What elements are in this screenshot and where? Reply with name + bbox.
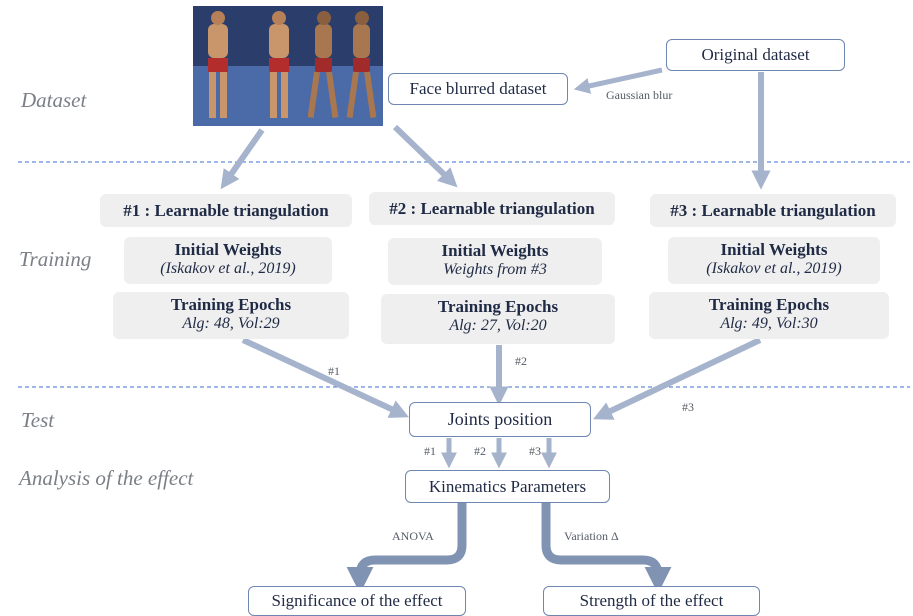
joints-arrow-label-1: #1 [424, 444, 436, 458]
anova-label: ANOVA [392, 529, 434, 543]
training-3-epochs-title: Training Epochs [708, 295, 830, 314]
arrow-photos-to-train1 [220, 128, 265, 190]
arrow-original-to-blurred [573, 67, 663, 94]
training-3-weights-title: Initial Weights [720, 240, 828, 259]
arrow-train1-to-joints [241, 337, 409, 418]
person-figure-2 [269, 11, 289, 118]
face-blurred-dataset-box: Face blurred dataset [388, 73, 568, 105]
training-2-title: #2 : Learnable triangulation [369, 192, 615, 225]
training-2-title-text: #2 : Learnable triangulation [389, 199, 595, 218]
arrow-label-1: #1 [328, 364, 340, 378]
significance-box: Significance of the effect [248, 586, 466, 616]
stage-analysis-label: Analysis of the effect [19, 466, 194, 490]
training-3-title: #3 : Learnable triangulation [650, 194, 896, 227]
training-3-weights: Initial Weights (Iskakov et al., 2019) [668, 237, 880, 284]
training-1-title-text: #1 : Learnable triangulation [123, 201, 329, 220]
training-2-epochs: Training Epochs Alg: 27, Vol:20 [381, 294, 615, 344]
original-dataset-box: Original dataset [666, 39, 845, 71]
stage-test-label: Test [21, 408, 55, 432]
training-3-epochs: Training Epochs Alg: 49, Vol:30 [649, 292, 889, 339]
stage-dataset-label: Dataset [21, 88, 87, 112]
training-2-weights: Initial Weights Weights from #3 [388, 238, 602, 285]
joints-position-box: Joints position [409, 402, 591, 437]
training-3-title-text: #3 : Learnable triangulation [670, 201, 876, 220]
joints-arrow-label-2: #2 [474, 444, 486, 458]
training-2-epochs-title: Training Epochs [437, 297, 559, 316]
training-1-weights-title: Initial Weights [174, 240, 282, 259]
training-1-title: #1 : Learnable triangulation [100, 194, 352, 227]
person-figure-3 [307, 11, 339, 118]
gaussian-blur-label: Gaussian blur [606, 88, 673, 102]
person-figure-1 [208, 11, 228, 118]
subject-photos [193, 6, 383, 126]
joints-arrow-label-3: #3 [529, 444, 541, 458]
arrow-label-3: #3 [682, 400, 694, 414]
training-1-epochs-title: Training Epochs [170, 295, 292, 314]
arrow-photos-to-train2 [392, 124, 458, 188]
training-2-epochs-value: Alg: 27, Vol:20 [449, 317, 547, 334]
kinematics-parameters-box: Kinematics Parameters [405, 470, 610, 503]
arrow-label-2: #2 [515, 354, 527, 368]
person-figure-4 [346, 11, 377, 118]
stage-training-label: Training [19, 247, 92, 271]
arrow-train3-to-joints [593, 337, 762, 420]
training-3-epochs-value: Alg: 49, Vol:30 [720, 315, 818, 332]
training-1-epochs-value: Alg: 48, Vol:29 [182, 315, 280, 332]
variation-label: Variation Δ [564, 529, 619, 543]
training-2-weights-value: Weights from #3 [443, 261, 547, 278]
training-3-weights-value: (Iskakov et al., 2019) [706, 260, 842, 277]
training-2-weights-title: Initial Weights [441, 241, 549, 260]
strength-box: Strength of the effect [543, 586, 760, 616]
training-1-weights-value: (Iskakov et al., 2019) [160, 260, 296, 277]
arrow-anova [346, 502, 467, 594]
arrow-variation [541, 502, 672, 594]
training-1-weights: Initial Weights (Iskakov et al., 2019) [124, 237, 332, 284]
training-1-epochs: Training Epochs Alg: 48, Vol:29 [113, 292, 349, 339]
